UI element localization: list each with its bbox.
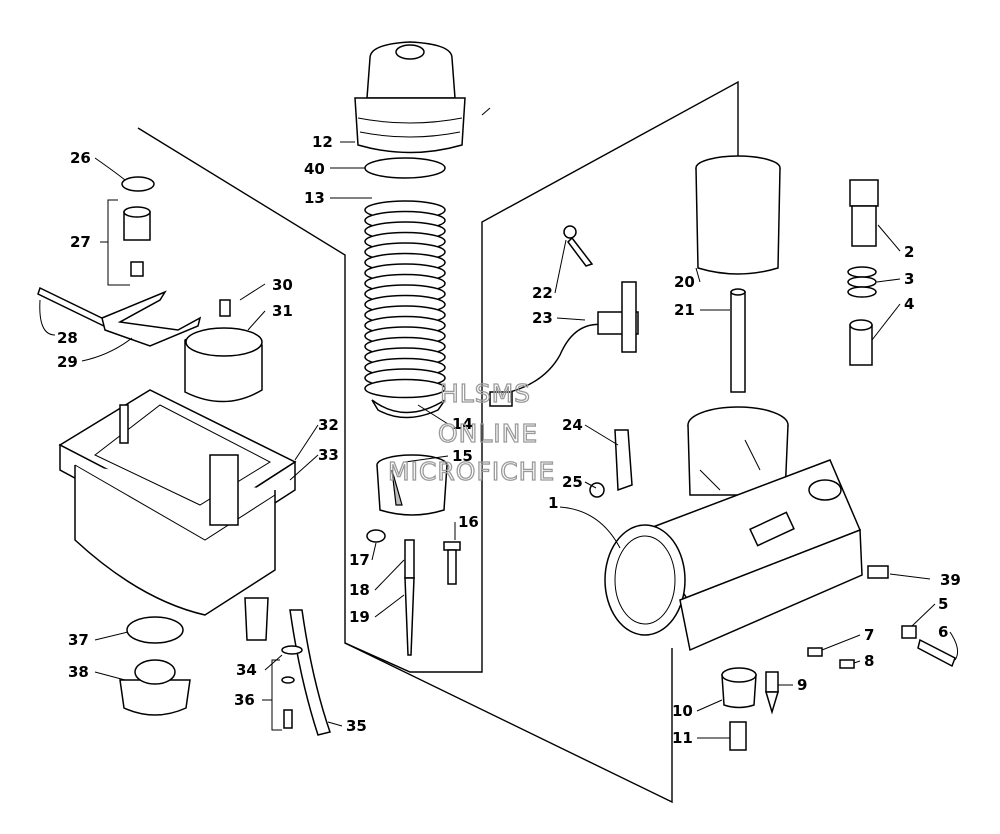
callout-22: 22 xyxy=(532,284,553,302)
callout-40: 40 xyxy=(304,160,325,178)
float-bowl-body xyxy=(58,389,297,641)
callout-34: 34 xyxy=(236,661,257,679)
callout-19: 19 xyxy=(349,608,370,626)
part-20-throttle-slide xyxy=(695,155,781,275)
part-8-screw xyxy=(839,659,855,669)
callout-36: 36 xyxy=(234,691,255,709)
callout-18: 18 xyxy=(349,581,370,599)
part-30-float-pin xyxy=(219,299,231,317)
part-39-pin xyxy=(867,565,889,579)
part-37-o-ring xyxy=(126,616,184,644)
callout-15: 15 xyxy=(452,447,473,465)
part-17-clip xyxy=(366,529,386,543)
part-25-screw xyxy=(589,482,605,498)
callout-33: 33 xyxy=(318,446,339,464)
watermark-line-3: MICROFICHE xyxy=(388,457,555,486)
part-11-main-jet xyxy=(729,721,747,751)
part-4-plunger xyxy=(849,319,873,366)
part-22-screw xyxy=(563,225,594,267)
part-23-sensor-cable xyxy=(489,281,639,407)
callout-3: 3 xyxy=(904,270,914,288)
part-3-spring xyxy=(847,266,877,298)
part-38-drain-plug xyxy=(119,659,191,716)
callout-39: 39 xyxy=(940,571,961,589)
part-40-o-ring xyxy=(364,157,446,179)
part-28-float-pin xyxy=(37,286,111,330)
callout-25: 25 xyxy=(562,473,583,491)
part-1-carburetor-body xyxy=(604,406,863,652)
callout-27: 27 xyxy=(70,233,91,251)
callout-21: 21 xyxy=(674,301,695,319)
callout-29: 29 xyxy=(57,353,78,371)
part-16-screw xyxy=(443,541,461,585)
callout-24: 24 xyxy=(562,416,583,434)
callout-labels: 1 2 3 4 5 6 7 8 9 10 11 12 13 14 15 16 1… xyxy=(57,133,961,747)
watermark: HLSMS ONLINE MICROFICHE xyxy=(387,378,555,486)
part-15-needle-holder xyxy=(376,454,448,516)
callout-13: 13 xyxy=(304,189,325,207)
part-24-bracket xyxy=(614,429,633,492)
callout-2: 2 xyxy=(904,243,914,261)
callout-5: 5 xyxy=(938,595,948,613)
callout-6: 6 xyxy=(938,623,948,641)
callout-37: 37 xyxy=(68,631,89,649)
callout-4: 4 xyxy=(904,295,914,313)
spring-coil xyxy=(364,378,446,399)
callout-10: 10 xyxy=(672,702,693,720)
part-10-needle-jet-holder xyxy=(721,667,757,709)
part-2-fitting xyxy=(849,179,879,247)
callout-11: 11 xyxy=(672,729,693,747)
callout-20: 20 xyxy=(674,273,695,291)
callout-16: 16 xyxy=(458,513,479,531)
callout-23: 23 xyxy=(532,309,553,327)
part-18-19-jet-needle xyxy=(404,539,415,656)
leader-lines xyxy=(39,141,959,739)
part-29-float-arm xyxy=(101,290,202,347)
part-36-screw-set xyxy=(281,676,295,729)
watermark-line-1: HLSMS xyxy=(440,379,531,408)
callout-31: 31 xyxy=(272,302,293,320)
callout-32: 32 xyxy=(318,416,339,434)
callout-17: 17 xyxy=(349,551,370,569)
part-34-clamp xyxy=(281,645,303,655)
callout-7: 7 xyxy=(864,626,874,644)
callout-38: 38 xyxy=(68,663,89,681)
callout-9: 9 xyxy=(797,676,807,694)
callout-35: 35 xyxy=(346,717,367,735)
part-7-spring xyxy=(807,647,823,657)
callout-14: 14 xyxy=(452,415,473,433)
part-35-drain-tube xyxy=(289,609,331,736)
callout-26: 26 xyxy=(70,149,91,167)
part-5-washer xyxy=(901,625,917,639)
part-6-screw xyxy=(917,638,956,668)
callout-12: 12 xyxy=(312,133,333,151)
part-13-spring xyxy=(364,200,446,399)
watermark-line-2: ONLINE xyxy=(438,419,538,448)
part-31-float xyxy=(184,327,263,403)
callout-30: 30 xyxy=(272,276,293,294)
callout-28: 28 xyxy=(57,329,78,347)
part-21-needle-holder xyxy=(730,288,746,393)
part-14-diaphragm-plate xyxy=(371,399,446,419)
diagram-frame-lines xyxy=(137,80,739,804)
part-9-jet xyxy=(764,671,780,715)
part-12-filter-cap xyxy=(354,41,466,154)
callout-8: 8 xyxy=(864,652,874,670)
part-27-needle-valve xyxy=(123,206,151,277)
part-26-washer xyxy=(121,176,155,192)
callout-1: 1 xyxy=(548,494,558,512)
